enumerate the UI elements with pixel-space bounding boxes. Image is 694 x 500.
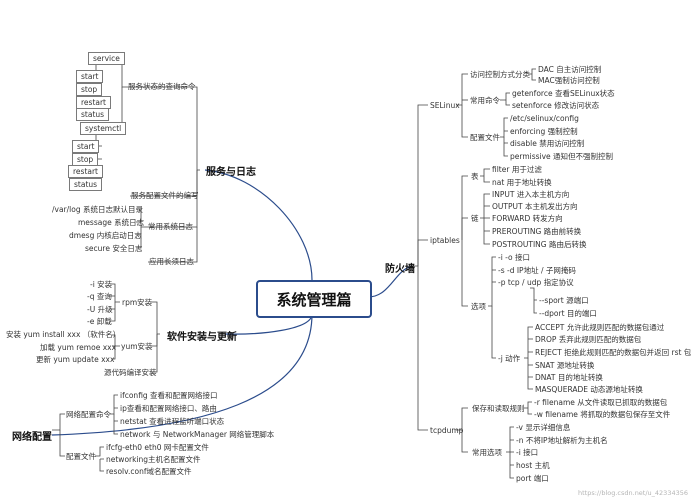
tcpdump-label: tcpdump [430, 426, 464, 435]
long-logs: 应用长须日志 [149, 257, 194, 266]
systemctl-status: status [69, 178, 103, 191]
chain-output: OUTPUT 本主机发出方向 [492, 202, 578, 211]
connector-network [51, 313, 313, 436]
selinux-label: SELinux [430, 101, 460, 110]
iptables-chains-label: 链 [471, 214, 479, 223]
iptables-options-label: 选项 [471, 302, 486, 311]
tcpdump-opt-port: port 端口 [516, 474, 549, 483]
branch-services: 服务与日志 [206, 167, 256, 178]
tcpdump-save-label: 保存和读取规则 [472, 404, 525, 413]
branch-software: 软件安装与更新 [167, 332, 237, 343]
iptables-label: iptables [430, 236, 460, 245]
watermark: https://blog.csdn.net/u_42334356 [578, 489, 688, 497]
selinux-mac: MAC强制访问控制 [538, 76, 600, 85]
network-files-label: 配置文件 [66, 452, 96, 461]
yum-remove-cmd: 加载 yum remoe xxx [40, 343, 117, 352]
logs-label: 常用系统日志 [148, 222, 193, 231]
yum-label: yum安装 [121, 342, 153, 351]
branch-network: 网络配置 [12, 432, 52, 443]
option-address: -s -d IP地址 / 子网掩码 [498, 266, 576, 275]
connector-software [224, 313, 313, 335]
selinux-cmds-label: 常用命令 [470, 96, 500, 105]
log-secure: secure 安全日志 [85, 244, 143, 253]
rpm-opt-query: -q 查询 [87, 292, 112, 301]
yum-install-cmd: 安装 yum install xxx （软件名） [6, 330, 121, 339]
log-message: message 系统日志 [78, 218, 145, 227]
table-filter: filter 用于过滤 [492, 165, 542, 174]
iptables-tables-label: 表 [471, 172, 479, 181]
action-snat: SNAT 源地址转换 [535, 361, 595, 370]
source-compile: 源代码编译安装 [104, 368, 157, 377]
selinux-enforcing: enforcing 强制控制 [510, 127, 578, 136]
chain-postrouting: POSTROUTING 路由后转换 [492, 240, 587, 249]
selinux-getenforce: getenforce 查看SELinux状态 [512, 89, 615, 98]
services-query-label: 服务状态的查询命令 [128, 82, 196, 91]
action-dnat: DNAT 目的地址转换 [535, 373, 603, 382]
action-drop: DROP 丢弃此规则匹配的数据包 [535, 335, 642, 344]
chain-input: INPUT 进入本主机方向 [492, 190, 570, 199]
tcpdump-opt-n: -n 不将IP地址解析为主机名 [516, 436, 608, 445]
selinux-access-label: 访问控制方式分类 [470, 70, 530, 79]
connector-services [204, 169, 313, 281]
selinux-setenforce: setenforce 修改访问状态 [512, 101, 600, 110]
table-nat: nat 用于地址转换 [492, 178, 552, 187]
action-masquerade: MASQUERADE 动态源地址转换 [535, 385, 643, 394]
net-cmd-ifconfig: ifconfig 查看和配置网络接口 [120, 391, 218, 400]
connector-firewall [367, 265, 413, 298]
service-node: service [88, 52, 125, 65]
selinux-dac: DAC 自主访问控制 [538, 65, 602, 74]
service-start: start [76, 70, 104, 83]
tcpdump-read-file: -r filename 从文件读取已抓取的数据包 [534, 398, 668, 407]
branch-firewall: 防火墙 [385, 264, 415, 275]
selinux-config-path: /etc/selinux/config [510, 114, 579, 123]
tcpdump-common-label: 常用选项 [472, 448, 502, 457]
center-node: 系统管理篇 [256, 280, 372, 318]
systemctl-start: start [72, 140, 100, 153]
rpm-opt-install: -i 安装 [90, 280, 113, 289]
net-file-networking: networking主机名配置文件 [106, 455, 201, 464]
selinux-disable: disable 禁用访问控制 [510, 139, 585, 148]
rpm-opt-upgrade: -U 升级 [87, 305, 113, 314]
net-file-resolv: resolv.conf域名配置文件 [106, 467, 192, 476]
option-protocol: -p tcp / udp 指定协议 [498, 278, 574, 287]
selinux-files-label: 配置文件 [470, 133, 500, 142]
network-cmds-label: 网络配置命令 [66, 410, 111, 419]
action-reject: REJECT 拒绝此规则匹配的数据包并返回 rst 包 [535, 348, 692, 357]
net-cmd-network: network 与 NetworkManager 网络管理脚本 [120, 430, 275, 439]
service-status: status [76, 108, 110, 121]
systemctl-node: systemctl [80, 122, 127, 135]
service-stop: stop [76, 83, 103, 96]
option-dport: --dport 目的端口 [539, 309, 597, 318]
option-sport: --sport 源端口 [539, 296, 589, 305]
rpm-opt-remove: -e 卸载 [87, 317, 112, 326]
tcpdump-opt-host: host 主机 [516, 461, 550, 470]
yum-update-cmd: 更新 yum update xxx [36, 355, 115, 364]
selinux-permissive: permissive 通知但不强制控制 [510, 152, 614, 161]
systemctl-restart: restart [68, 165, 104, 178]
tcpdump-write-file: -w filename 将抓取的数据包保存至文件 [534, 410, 671, 419]
net-file-ifcfg: ifcfg-eth0 eth0 网卡配置文件 [106, 443, 209, 452]
services-config-file: 服务配置文件的编写 [131, 191, 199, 200]
net-cmd-netstat: netstat 查看进程监听端口状态 [120, 417, 225, 426]
net-cmd-ip: ip查看和配置网络接口、路由 [120, 404, 217, 413]
chain-forward: FORWARD 转发方向 [492, 214, 563, 223]
action-accept: ACCEPT 允许此规则匹配的数据包通过 [535, 323, 665, 332]
option-interface: -i -o 接口 [498, 253, 530, 262]
log-dmesg: dmesg 内核启动日志 [69, 231, 142, 240]
chain-prerouting: PREROUTING 路由前转换 [492, 227, 582, 236]
log-var-log: /var/log 系统日志默认目录 [52, 205, 143, 214]
tcpdump-opt-v: -v 显示详细信息 [516, 423, 571, 432]
option-jump-action: -j 动作 [498, 354, 521, 363]
rpm-label: rpm安装 [122, 298, 153, 307]
tcpdump-opt-i: -i 接口 [516, 448, 539, 457]
